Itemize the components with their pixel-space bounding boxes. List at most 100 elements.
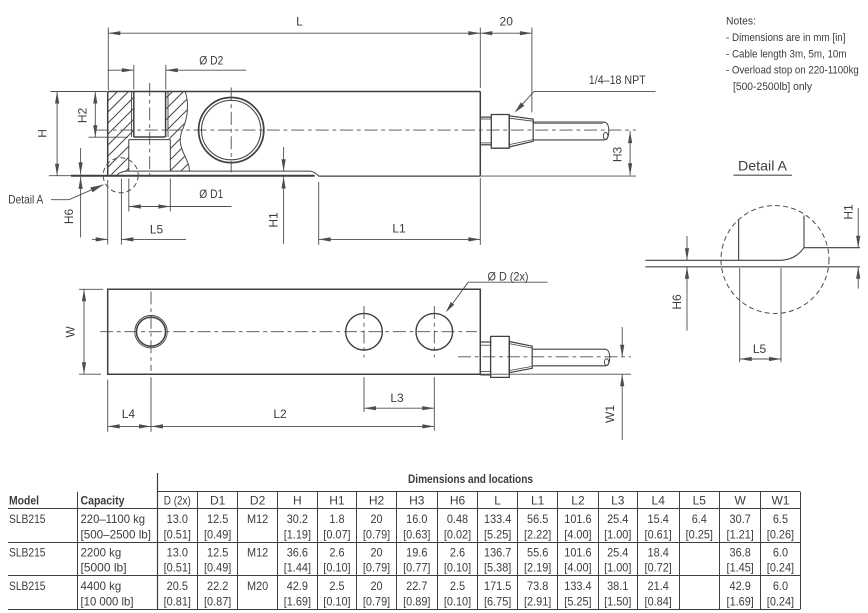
- svg-text:H2: H2: [369, 494, 385, 508]
- svg-text:H6: H6: [450, 494, 466, 508]
- svg-text:[500–2500 lb]: [500–2500 lb]: [81, 527, 152, 541]
- svg-text:L5: L5: [150, 223, 164, 237]
- svg-text:SLB215: SLB215: [9, 545, 46, 559]
- svg-text:- Cable length 3m, 5m, 10m: - Cable length 3m, 5m, 10m: [726, 48, 847, 60]
- svg-text:42.9: 42.9: [730, 579, 752, 593]
- svg-text:M12: M12: [247, 512, 268, 526]
- svg-text:L4: L4: [122, 407, 136, 421]
- svg-text:16.0: 16.0: [406, 512, 428, 526]
- svg-text:20: 20: [371, 579, 383, 593]
- svg-text:[5.25]: [5.25]: [564, 594, 591, 608]
- svg-text:101.6: 101.6: [564, 545, 592, 559]
- svg-text:2.5: 2.5: [329, 579, 344, 593]
- svg-text:30.2: 30.2: [287, 512, 309, 526]
- svg-text:[4.00]: [4.00]: [564, 561, 591, 575]
- svg-text:1.8: 1.8: [329, 512, 344, 526]
- svg-text:[500-2500lb] only: [500-2500lb] only: [733, 81, 812, 93]
- svg-text:L: L: [296, 15, 303, 29]
- svg-text:30.7: 30.7: [730, 512, 752, 526]
- svg-text:22.7: 22.7: [406, 579, 428, 593]
- svg-text:H1: H1: [267, 212, 281, 228]
- svg-text:[0.63]: [0.63]: [403, 527, 430, 541]
- svg-text:2200 kg: 2200 kg: [81, 545, 122, 559]
- svg-text:[0.79]: [0.79]: [363, 527, 390, 541]
- svg-text:42.9: 42.9: [287, 579, 309, 593]
- svg-text:[5.25]: [5.25]: [484, 527, 511, 541]
- svg-text:[1.00]: [1.00]: [604, 561, 631, 575]
- svg-text:[1.44]: [1.44]: [284, 561, 311, 575]
- svg-text:1/4–18 NPT: 1/4–18 NPT: [589, 73, 647, 87]
- svg-text:[2.22]: [2.22]: [524, 527, 551, 541]
- svg-text:H6: H6: [62, 209, 76, 225]
- svg-text:H1: H1: [841, 204, 855, 220]
- svg-text:[0.79]: [0.79]: [363, 594, 390, 608]
- svg-text:25.4: 25.4: [607, 512, 629, 526]
- svg-text:D (2x): D (2x): [164, 494, 191, 508]
- svg-text:L4: L4: [652, 494, 666, 508]
- svg-text:[5000 lb]: [5000 lb]: [81, 561, 127, 575]
- svg-text:[0.24]: [0.24]: [767, 594, 794, 608]
- svg-text:19.6: 19.6: [406, 545, 428, 559]
- svg-text:W1: W1: [603, 405, 617, 423]
- svg-text:Capacity: Capacity: [81, 494, 125, 508]
- svg-text:[1.50]: [1.50]: [604, 594, 631, 608]
- svg-text:L1: L1: [392, 221, 406, 235]
- svg-text:L2: L2: [571, 494, 585, 508]
- svg-text:Ø D2: Ø D2: [199, 54, 223, 68]
- svg-text:W: W: [735, 494, 747, 508]
- svg-text:Dimensions and locations: Dimensions and locations: [408, 472, 533, 486]
- svg-text:0.48: 0.48: [447, 512, 469, 526]
- svg-text:6.4: 6.4: [692, 512, 707, 526]
- svg-text:L: L: [494, 494, 501, 508]
- svg-text:2.6: 2.6: [450, 545, 465, 559]
- svg-text:12.5: 12.5: [207, 512, 229, 526]
- svg-text:[0.51]: [0.51]: [164, 527, 191, 541]
- svg-text:H1: H1: [329, 494, 345, 508]
- svg-text:220–1100 kg: 220–1100 kg: [81, 512, 146, 526]
- svg-text:L1: L1: [531, 494, 545, 508]
- svg-text:18.4: 18.4: [648, 545, 670, 559]
- svg-text:4400 kg: 4400 kg: [81, 579, 122, 593]
- svg-text:L3: L3: [611, 494, 625, 508]
- svg-text:73.8: 73.8: [527, 579, 549, 593]
- svg-text:Detail A: Detail A: [8, 193, 43, 207]
- svg-text:171.5: 171.5: [484, 579, 512, 593]
- svg-text:H: H: [293, 494, 302, 508]
- svg-text:W: W: [64, 326, 78, 338]
- svg-text:56.5: 56.5: [527, 512, 549, 526]
- svg-text:L2: L2: [273, 407, 287, 421]
- svg-text:[0.10]: [0.10]: [444, 561, 471, 575]
- svg-text:21.4: 21.4: [648, 579, 670, 593]
- svg-text:[0.10]: [0.10]: [444, 594, 471, 608]
- svg-text:H2: H2: [76, 108, 90, 124]
- svg-text:20.5: 20.5: [167, 579, 189, 593]
- svg-text:20: 20: [371, 512, 383, 526]
- svg-text:6.0: 6.0: [773, 545, 788, 559]
- svg-text:[0.81]: [0.81]: [164, 594, 191, 608]
- svg-text:Model: Model: [9, 494, 39, 508]
- svg-text:55.6: 55.6: [527, 545, 549, 559]
- svg-text:[0.49]: [0.49]: [204, 527, 231, 541]
- svg-text:2.6: 2.6: [329, 545, 344, 559]
- svg-text:[1.21]: [1.21]: [727, 527, 754, 541]
- svg-text:[0.10]: [0.10]: [323, 594, 350, 608]
- svg-text:[0.51]: [0.51]: [164, 561, 191, 575]
- svg-text:[0.07]: [0.07]: [323, 527, 350, 541]
- svg-text:H3: H3: [409, 494, 425, 508]
- svg-text:L5: L5: [753, 342, 767, 356]
- svg-text:[0.87]: [0.87]: [204, 594, 231, 608]
- svg-text:D1: D1: [210, 494, 226, 508]
- svg-text:[4.00]: [4.00]: [564, 527, 591, 541]
- svg-text:W1: W1: [771, 494, 789, 508]
- svg-text:SLB215: SLB215: [9, 512, 46, 526]
- svg-text:[0.26]: [0.26]: [767, 527, 794, 541]
- svg-text:- Overload stop on 220-1100kg: - Overload stop on 220-1100kg: [726, 65, 859, 77]
- svg-text:[0.89]: [0.89]: [403, 594, 430, 608]
- svg-text:[1.69]: [1.69]: [284, 594, 311, 608]
- svg-text:Detail A: Detail A: [738, 158, 788, 174]
- svg-text:[1.45]: [1.45]: [727, 561, 754, 575]
- svg-text:H3: H3: [610, 147, 624, 163]
- svg-text:38.1: 38.1: [607, 579, 629, 593]
- svg-text:Ø D (2x): Ø D (2x): [488, 269, 529, 283]
- svg-text:M12: M12: [247, 545, 268, 559]
